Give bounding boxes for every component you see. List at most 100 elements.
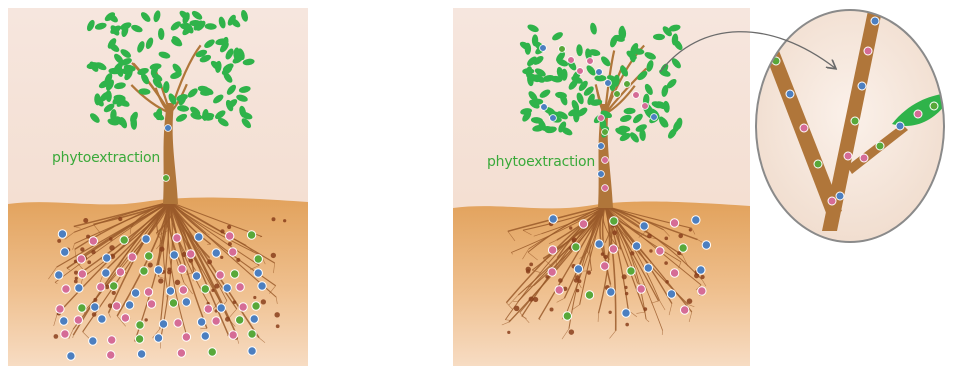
soil-dot: [108, 303, 113, 308]
soil-dot: [578, 279, 582, 283]
soil-dot: [276, 324, 280, 328]
soil: [453, 201, 750, 366]
panel-right: phytoextraction: [453, 8, 750, 366]
metal-particle: [930, 102, 938, 110]
soil-dot: [514, 306, 520, 312]
soil-dot: [87, 260, 91, 264]
soil-dot: [576, 289, 579, 292]
soil-dot: [558, 278, 563, 283]
magnified-stem-circle: [752, 6, 948, 246]
soil-dot: [75, 277, 78, 280]
soil-dot: [587, 271, 591, 275]
soil-dot: [271, 253, 276, 258]
soil-dot: [533, 297, 538, 302]
soil-dot: [54, 334, 59, 339]
metal-particle: [828, 197, 836, 205]
soil-dot: [214, 283, 219, 288]
soil-dot: [569, 226, 572, 229]
soil-dot: [575, 275, 580, 280]
soil-dot: [689, 228, 692, 231]
soil-dot: [569, 329, 574, 334]
soil-dot: [207, 259, 212, 264]
soil-dot: [227, 225, 231, 229]
soil-dot: [678, 234, 683, 239]
soil-dot: [604, 255, 608, 259]
soil-dot: [83, 218, 88, 223]
phytoextraction-illustration-left: [8, 8, 308, 366]
metal-particle: [858, 82, 866, 90]
soil-dot: [92, 312, 97, 317]
soil-dot: [649, 249, 652, 252]
phytoextraction-label-right: phytoextraction: [487, 154, 595, 170]
phytoextraction-illustration-right: [453, 8, 750, 366]
soil-dot: [74, 271, 78, 275]
soil-dot: [109, 245, 114, 250]
soil-dot: [80, 247, 84, 251]
soil-dot: [664, 237, 668, 241]
soil-dot: [625, 323, 629, 327]
metal-particle: [844, 152, 852, 160]
soil-dot: [550, 307, 554, 311]
soil-dot: [601, 252, 605, 256]
soil-dot: [529, 296, 534, 301]
soil-dot: [159, 247, 164, 252]
soil-dot: [93, 298, 97, 302]
soil-dot: [236, 258, 240, 262]
soil-dot: [175, 280, 180, 285]
soil-dot: [182, 252, 187, 257]
soil-dot: [622, 274, 627, 279]
soil-dot: [687, 298, 693, 304]
magnified-stem-illustration: [752, 6, 948, 246]
soil-dot: [167, 270, 172, 275]
soil-dot: [225, 317, 230, 322]
metal-particle: [786, 90, 794, 98]
soil-dot: [109, 237, 113, 241]
soil-dot: [144, 318, 147, 321]
metal-particle: [914, 110, 922, 118]
soil-dot: [158, 278, 163, 283]
metal-particle: [864, 47, 872, 55]
metal-particle: [896, 122, 904, 130]
soil-dot: [274, 312, 279, 317]
metal-particle: [860, 154, 868, 162]
soil-dot: [148, 262, 153, 267]
soil-dot: [608, 311, 611, 314]
soil-dot: [283, 219, 286, 222]
soil-dot: [211, 289, 214, 292]
soil-dot: [188, 258, 193, 263]
soil-dot: [572, 239, 576, 243]
soil-dot: [647, 234, 652, 239]
metal-particle: [851, 117, 859, 125]
soil-dot: [272, 217, 276, 221]
soil-dot: [665, 280, 669, 284]
metal-particle: [800, 124, 808, 132]
soil-dot: [625, 292, 628, 295]
soil-dot: [612, 230, 617, 235]
soil-dot: [91, 250, 95, 254]
soil-dot: [105, 285, 110, 290]
metal-particle: [836, 192, 844, 200]
soil-dot: [507, 331, 510, 334]
soil-dot: [118, 217, 122, 221]
soil-dot: [112, 291, 116, 295]
soil-dot: [643, 307, 647, 311]
soil-dot: [526, 269, 530, 273]
soil-dot: [630, 251, 634, 255]
soil-dot: [545, 275, 549, 279]
soil-dot: [694, 273, 699, 278]
metal-particle: [814, 160, 822, 168]
soil-dot: [220, 256, 223, 259]
soil-dot: [233, 300, 237, 304]
soil-dot: [529, 262, 533, 266]
soil-dot: [261, 299, 266, 304]
soil-dot: [86, 235, 90, 239]
soil-dot: [220, 229, 224, 233]
soil-dot: [228, 242, 232, 246]
soil-dot: [624, 286, 627, 289]
soil-dot: [701, 275, 705, 279]
soil-dot: [253, 296, 256, 299]
soil-dot: [57, 239, 61, 243]
panel-left: phytoextraction: [8, 8, 308, 366]
soil-dot: [664, 261, 668, 265]
soil-dot: [74, 279, 78, 283]
